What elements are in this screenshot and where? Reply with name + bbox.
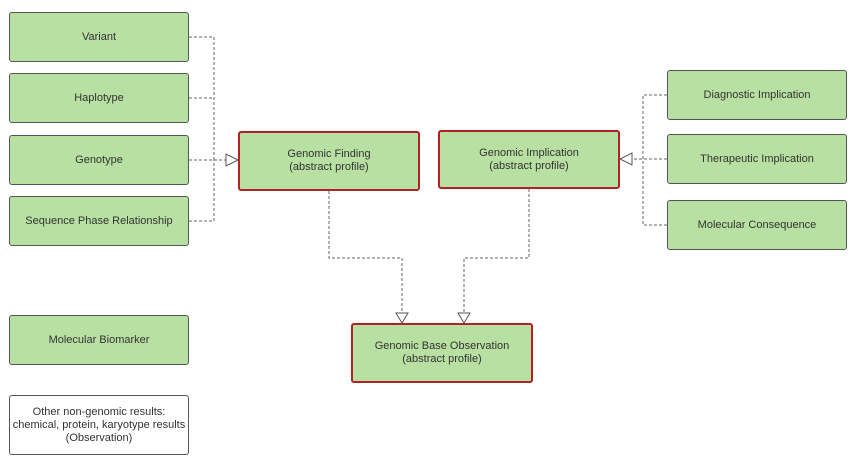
node-label-line: Variant bbox=[81, 30, 117, 43]
node-label-line: Genomic Finding bbox=[287, 148, 371, 160]
genomic-base-observation-box[interactable]: Genomic Base Observation(abstract profil… bbox=[351, 323, 533, 383]
node-label-line: (abstract profile) bbox=[489, 159, 569, 172]
haplotype-box[interactable]: Haplotype bbox=[9, 73, 189, 123]
molecular-consequence-box[interactable]: Molecular Consequence bbox=[667, 200, 847, 250]
node-label-line: Haplotype bbox=[74, 91, 124, 104]
node-label-line: (Observation) bbox=[65, 431, 133, 444]
node-label-line: Other non-genomic results: bbox=[32, 405, 166, 418]
node-label-line: Sequence Phase Relationship bbox=[25, 214, 173, 227]
node-label-line: (abstract profile) bbox=[402, 353, 482, 365]
variant-box[interactable]: Variant bbox=[9, 12, 189, 62]
genotype-box[interactable]: Genotype bbox=[9, 135, 189, 185]
arrowhead-base-right bbox=[457, 312, 471, 324]
node-label-line: Genomic Base Observation bbox=[374, 340, 510, 352]
sequence-phase-relationship-box[interactable]: Sequence Phase Relationship bbox=[9, 196, 189, 246]
connector-finding-base bbox=[328, 191, 403, 313]
genomic-finding-box[interactable]: Genomic Finding(abstract profile) bbox=[238, 131, 420, 191]
node-label-line: Molecular Biomarker bbox=[48, 333, 150, 346]
connector-diagnostic bbox=[642, 94, 667, 159]
genomic-implication-box[interactable]: Genomic Implication(abstract profile) bbox=[438, 130, 620, 189]
connector-implication-base bbox=[463, 189, 530, 313]
molecular-biomarker-box[interactable]: Molecular Biomarker bbox=[9, 315, 189, 365]
node-label-line: Diagnostic Implication bbox=[703, 88, 811, 101]
diagnostic-implication-box[interactable]: Diagnostic Implication bbox=[667, 70, 847, 120]
arrowhead-implication bbox=[618, 152, 633, 166]
arrowhead-base-left bbox=[395, 312, 409, 324]
node-label-line: Genomic Implication bbox=[479, 146, 579, 159]
arrowhead-finding bbox=[225, 153, 240, 167]
connector-sequence-phase bbox=[189, 160, 215, 222]
node-label-line: (abstract profile) bbox=[289, 161, 369, 173]
therapeutic-implication-box[interactable]: Therapeutic Implication bbox=[667, 134, 847, 184]
node-label-line: Genotype bbox=[75, 153, 123, 166]
other-non-genomic-results-box[interactable]: Other non-genomic results:chemical, prot… bbox=[9, 395, 189, 455]
node-label-line: Therapeutic Implication bbox=[700, 152, 814, 165]
connector-variant bbox=[189, 36, 215, 160]
node-label-line: Molecular Consequence bbox=[697, 218, 817, 231]
connector-molecular-consequence bbox=[642, 159, 667, 226]
node-label-line: chemical, protein, karyotype results bbox=[12, 418, 186, 431]
